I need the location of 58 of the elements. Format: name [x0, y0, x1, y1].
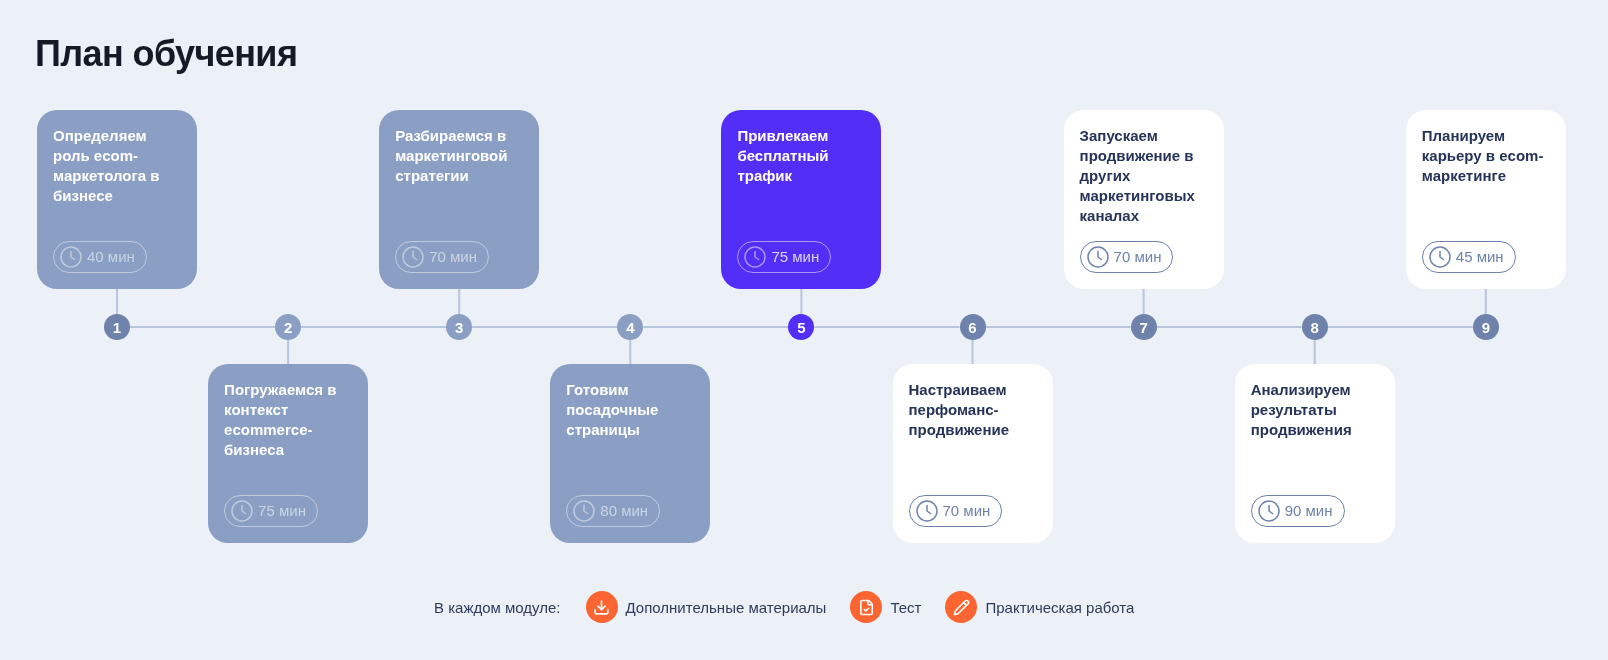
module-title: Планируем карьеру в ecom-маркетинге: [1421, 126, 1545, 186]
step-number: 7: [1130, 314, 1157, 340]
step-number: 8: [1301, 314, 1328, 340]
duration-label: 75 мин: [771, 248, 820, 266]
module-title: Настраиваем перфоманс-продвижение: [908, 380, 1011, 440]
step-number: 3: [446, 314, 473, 340]
module-card: [1234, 364, 1395, 543]
module-card: [892, 364, 1053, 543]
duration-label: 75 мин: [258, 502, 306, 520]
timeline-line: [813, 326, 961, 328]
connector-line: [1142, 288, 1145, 315]
timeline-line: [129, 326, 277, 328]
module-card: [208, 364, 369, 543]
step-number: 6: [959, 314, 986, 340]
module-title: Привлекаем бесплатный трафик: [737, 126, 830, 186]
module-card: [1405, 110, 1566, 289]
duration-label: 70 мин: [429, 248, 477, 266]
module-card: [1063, 110, 1224, 289]
module-title: Погружаемся в контекст ecommerce-бизнеса: [224, 380, 338, 460]
duration-label: 80 мин: [600, 502, 649, 520]
step-number: 5: [788, 314, 815, 340]
connector-line: [971, 339, 974, 365]
connector-line: [1484, 288, 1487, 315]
timeline-line: [471, 326, 619, 328]
timeline-line: [1326, 326, 1474, 328]
timeline-line: [300, 326, 448, 328]
step-number: 4: [617, 314, 644, 340]
legend-label: Дополнительные материалы: [625, 598, 827, 616]
diagram-title: План обучения: [35, 34, 298, 74]
duration-label: 40 мин: [87, 248, 135, 266]
module-card: [721, 110, 882, 289]
connector-line: [458, 288, 461, 315]
connector-line: [116, 288, 118, 315]
step-number: 2: [275, 314, 302, 340]
module-title: Разбираемся в маркетинговой стратегии: [395, 126, 509, 186]
module-title: Анализируем результаты продвижения: [1250, 380, 1353, 440]
step-number: 9: [1472, 314, 1499, 340]
legend-label: Практическая работа: [985, 598, 1135, 616]
step-number: 1: [104, 314, 130, 340]
module-title: Готовим посадочные страницы: [566, 380, 660, 440]
module-card: [37, 110, 197, 289]
timeline-line: [984, 326, 1132, 328]
timeline-line: [642, 326, 790, 328]
connector-line: [629, 339, 632, 365]
module-card: [379, 110, 540, 289]
duration-label: 45 мин: [1455, 248, 1504, 266]
module-title: Определяем роль ecom-маркетолога в бизнесе: [53, 126, 161, 206]
legend-heading: В каждом модуле:: [434, 598, 561, 616]
duration-label: 90 мин: [1284, 502, 1333, 520]
module-title: Запускаем продвижение в других маркетинговых каналах: [1079, 126, 1196, 226]
connector-line: [1313, 339, 1316, 365]
timeline-line: [1155, 326, 1303, 328]
connector-line: [800, 288, 803, 315]
duration-label: 70 мин: [1113, 248, 1162, 266]
duration-label: 70 мин: [942, 502, 991, 520]
legend-label: Тест: [890, 598, 922, 616]
connector-line: [287, 339, 290, 365]
module-card: [550, 364, 711, 543]
